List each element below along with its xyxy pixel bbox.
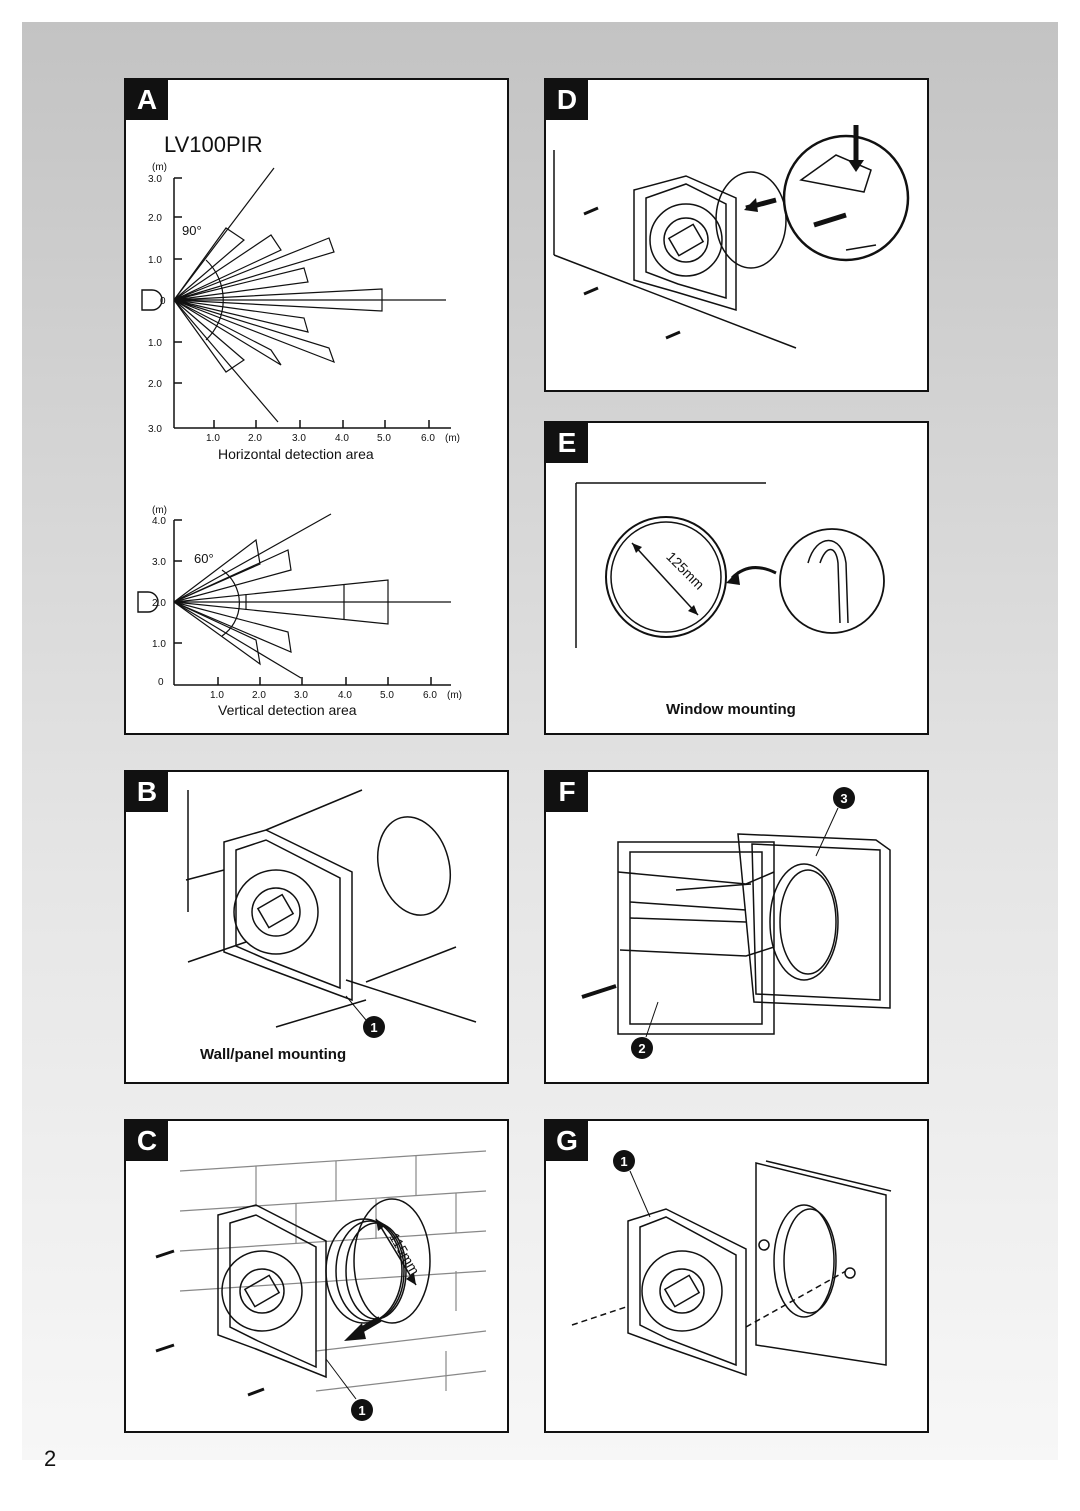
v-unit-label: (m) bbox=[152, 505, 167, 516]
sensor-icon bbox=[137, 591, 159, 613]
panel-f: 3 2 F bbox=[544, 770, 929, 1084]
v-xtick: 4.0 bbox=[338, 690, 352, 701]
fan-cable-entry-illustration bbox=[553, 125, 910, 349]
v-xtick: 2.0 bbox=[252, 690, 266, 701]
wall-mounting-caption: Wall/panel mounting bbox=[200, 1046, 347, 1063]
brick-wall-mounting-illustration: 115mm 1 bbox=[155, 1150, 487, 1421]
page-number: 2 bbox=[44, 1446, 57, 1471]
h-unit-label: (m) bbox=[152, 162, 167, 173]
panel-badge: C bbox=[126, 1121, 168, 1161]
v-xunit: (m) bbox=[447, 690, 462, 701]
v-angle: 60° bbox=[194, 551, 214, 566]
model-name: LV100PIR bbox=[164, 132, 263, 157]
h-xtick: 3.0 bbox=[292, 433, 306, 444]
detection-area-diagrams: LV100PIR (m) 3.0 2.0 1.0 0 1.0 2.0 3.0 1… bbox=[137, 132, 462, 718]
v-xtick: 6.0 bbox=[423, 690, 437, 701]
wall-mounting-illustration: 1 bbox=[185, 789, 477, 1038]
h-ytick: 3.0 bbox=[148, 424, 162, 435]
v-ytick: 3.0 bbox=[152, 557, 166, 568]
panel-a: LV100PIR (m) 3.0 2.0 1.0 0 1.0 2.0 3.0 1… bbox=[124, 78, 509, 735]
h-caption: Horizontal detection area bbox=[218, 446, 374, 462]
panel-badge: A bbox=[126, 80, 168, 120]
h-xtick: 6.0 bbox=[421, 433, 435, 444]
h-xtick: 4.0 bbox=[335, 433, 349, 444]
panel-badge: D bbox=[546, 80, 588, 120]
h-ytick: 1.0 bbox=[148, 255, 162, 266]
callout-3: 3 bbox=[840, 791, 847, 806]
h-xunit: (m) bbox=[445, 433, 460, 444]
v-xtick: 1.0 bbox=[210, 690, 224, 701]
callout-1: 1 bbox=[620, 1154, 627, 1169]
panel-d: D bbox=[544, 78, 929, 392]
horizontal-beams bbox=[173, 167, 446, 423]
h-angle: 90° bbox=[182, 223, 202, 238]
panel-badge: F bbox=[546, 772, 588, 812]
callout-1: 1 bbox=[370, 1020, 377, 1035]
h-xtick: 2.0 bbox=[248, 433, 262, 444]
h-ytick: 2.0 bbox=[148, 213, 162, 224]
panel-badge: B bbox=[126, 772, 168, 812]
v-xtick: 5.0 bbox=[380, 690, 394, 701]
h-ytick: 1.0 bbox=[148, 338, 162, 349]
h-ytick: 2.0 bbox=[148, 379, 162, 390]
square-plate-mounting-illustration: 1 bbox=[571, 1150, 892, 1377]
callout-2: 2 bbox=[638, 1041, 645, 1056]
panel-b: 1 Wall/panel mounting B bbox=[124, 770, 509, 1084]
v-ytick: 2.0 bbox=[152, 598, 166, 609]
hole-dimension: 125mm bbox=[663, 548, 707, 592]
v-ytick: 1.0 bbox=[152, 639, 166, 650]
shutter-assembly-illustration: 3 2 bbox=[581, 787, 891, 1059]
panel-badge: E bbox=[546, 423, 588, 463]
v-ytick: 4.0 bbox=[152, 516, 166, 527]
panel-e: 125mm Window mounting E bbox=[544, 421, 929, 735]
h-xtick: 5.0 bbox=[377, 433, 391, 444]
sensor-icon bbox=[141, 289, 163, 311]
h-xtick: 1.0 bbox=[206, 433, 220, 444]
v-xtick: 3.0 bbox=[294, 690, 308, 701]
window-hole-illustration: 125mm bbox=[575, 482, 885, 648]
callout-1: 1 bbox=[358, 1403, 365, 1418]
vertical-beams bbox=[173, 513, 451, 679]
v-ytick: 0 bbox=[158, 677, 164, 688]
window-mounting-caption: Window mounting bbox=[666, 701, 796, 718]
panel-badge: G bbox=[546, 1121, 588, 1161]
h-ytick: 3.0 bbox=[148, 174, 162, 185]
v-caption: Vertical detection area bbox=[218, 702, 357, 718]
panel-g: 1 G bbox=[544, 1119, 929, 1433]
panel-c: 115mm 1 C bbox=[124, 1119, 509, 1433]
h-ytick: 0 bbox=[160, 296, 166, 307]
